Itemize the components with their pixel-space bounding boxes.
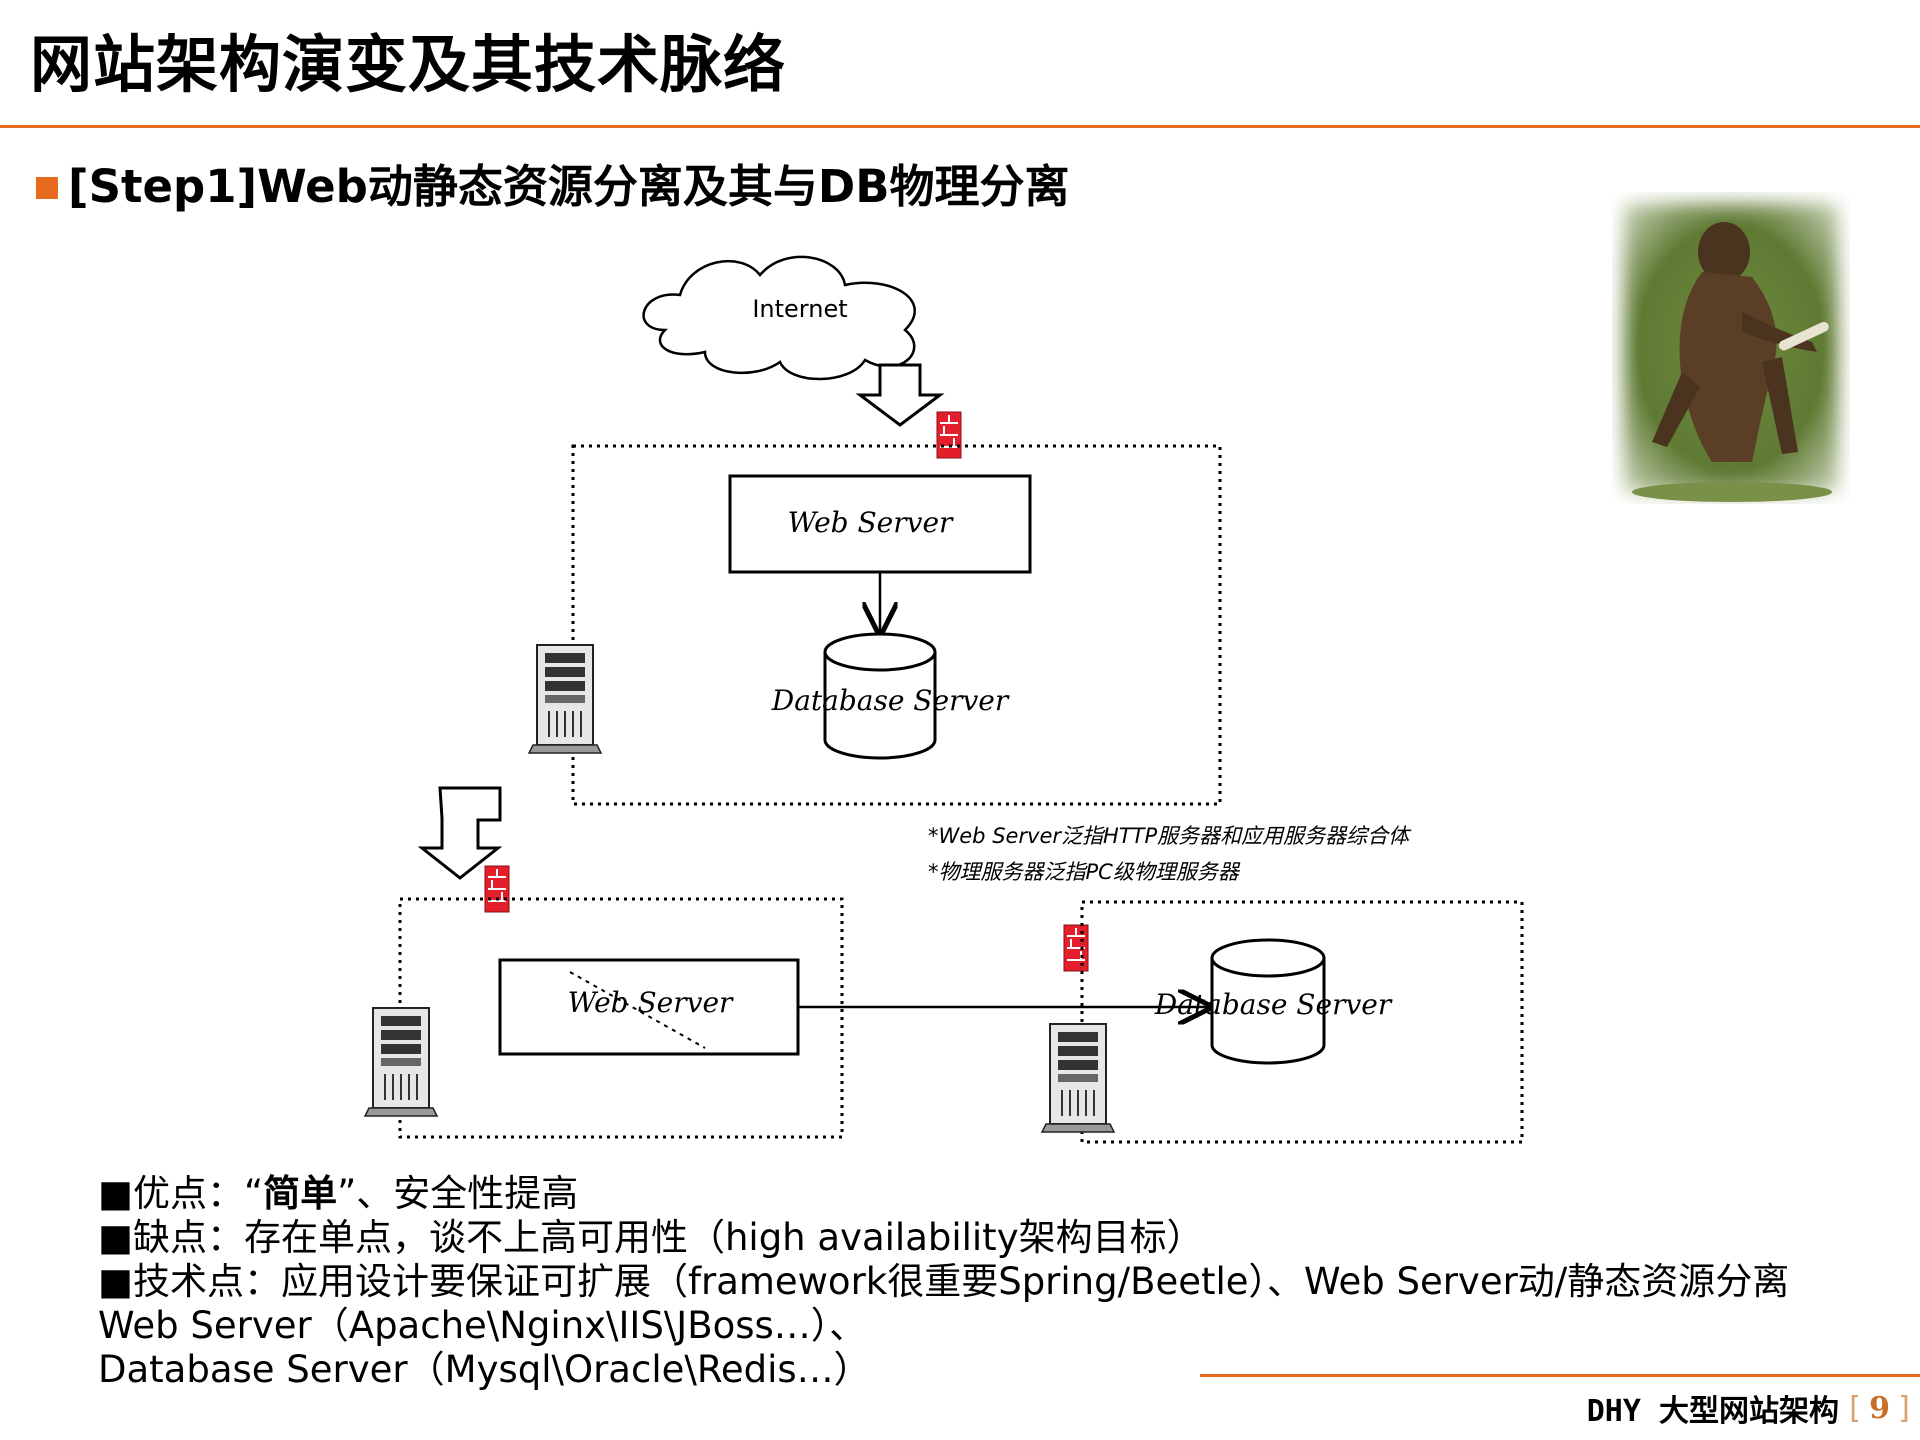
database-cylinder-icon: Database Server [771, 632, 1010, 760]
firewall-icon [1063, 924, 1089, 972]
firewall-icon [484, 865, 510, 913]
pros-line: ■优点：“简单”、安全性提高 [98, 1172, 1878, 1216]
server-tower-icon [1040, 1023, 1116, 1133]
pros-bold: 简单 [263, 1172, 338, 1215]
top-web-server-label: Web Server [788, 506, 954, 539]
database-cylinder-icon: Database Server [1154, 938, 1393, 1065]
diagram-note-2: *物理服务器泛指PC级物理服务器 [928, 860, 1241, 884]
pros-rest: ”、安全性提高 [337, 1172, 579, 1215]
pros-open-quote: “ [243, 1172, 264, 1215]
footer-divider [1200, 1374, 1920, 1377]
bottom-web-server-box: Web Server [498, 958, 800, 1056]
cloud-icon [642, 255, 916, 381]
tech-line: ■技术点：应用设计要保证可扩展（framework很重要Spring/Beetl… [98, 1260, 1790, 1303]
top-server-boundary [571, 444, 1222, 806]
notes-section: ■优点：“简单”、安全性提高 ■缺点：存在单点，谈不上高可用性（high ava… [98, 1172, 1878, 1392]
early-human-figure [1632, 222, 1832, 502]
step-heading-text: [Step1]Web动静态资源分离及其与DB物理分离 [68, 160, 1070, 213]
server-tower-icon [363, 1007, 439, 1117]
page-number: 9 [1869, 1390, 1890, 1426]
page-bracket-open: [ [1845, 1390, 1864, 1426]
early-human-illustration [1612, 192, 1850, 504]
footer: DHY 大型网站架构 [9] [1587, 1386, 1914, 1430]
bottom-web-server-label: Web Server [568, 986, 734, 1019]
square-bullet-icon [36, 176, 58, 199]
step-heading: [Step1]Web动静态资源分离及其与DB物理分离 [36, 150, 1070, 215]
top-database-label: Database Server [771, 684, 1010, 717]
top-web-server-box: Web Server [728, 474, 1032, 574]
bottom-database-label: Database Server [1154, 988, 1393, 1021]
server-tower-icon [527, 644, 603, 754]
footer-brand: DHY 大型网站架构 [1586, 1394, 1839, 1429]
bent-arrow-icon [417, 786, 503, 880]
slide-title: 网站架构演变及其技术脉络 [30, 28, 787, 101]
down-arrow-icon [855, 363, 945, 427]
page-bracket-close: ] [1895, 1390, 1914, 1426]
cons-line: ■缺点：存在单点，谈不上高可用性（high availability架构目标） [98, 1216, 1204, 1259]
internet-cloud: Internet [642, 255, 916, 381]
firewall-icon [936, 411, 962, 459]
diagram-note-1: *Web Server泛指HTTP服务器和应用服务器综合体 [928, 824, 1412, 848]
title-divider [0, 125, 1920, 128]
db-server-line: Database Server（Mysql\Oracle\Redis…） [98, 1348, 871, 1391]
web-server-line: Web Server（Apache\Nginx\IIS\JBoss…）、 [98, 1304, 867, 1347]
database-machine-boundary [1080, 900, 1524, 1144]
pros-prefix: ■优点： [98, 1172, 244, 1215]
cloud-label: Internet [752, 295, 847, 323]
